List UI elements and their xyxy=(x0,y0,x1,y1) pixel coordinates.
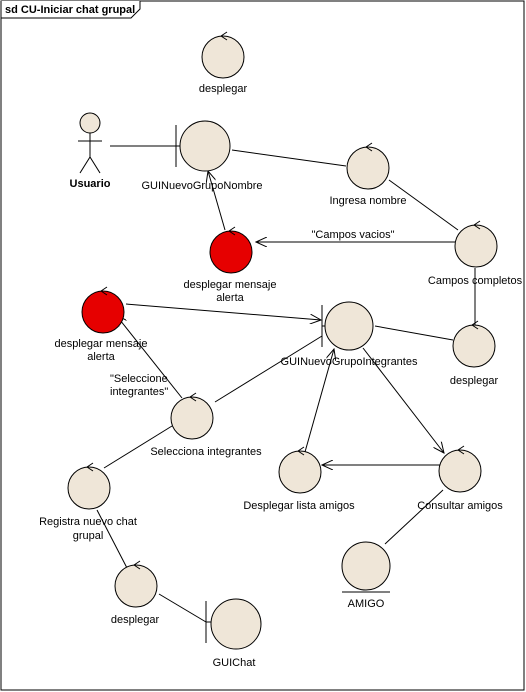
control-campos-completos-label: Campos completos xyxy=(428,275,523,287)
link-consultar-amigo xyxy=(384,489,444,545)
control-registra-label-line2: grupal xyxy=(73,530,104,542)
actor-usuario: Usuario xyxy=(70,112,111,190)
control-desplegar-bottom-label: desplegar xyxy=(111,614,160,626)
alert-top-label-line1: desplegar mensaje xyxy=(184,279,277,291)
control-consultar-amigos: Consultar amigos xyxy=(417,445,503,512)
link-ingresa-campos xyxy=(388,179,459,231)
control-selecciona-integrantes: Selecciona integrantes xyxy=(150,392,262,458)
link-registra-desplegar xyxy=(96,509,128,569)
boundary-gui-nuevo-grupo-integrantes-label: GUINuevoGrupoIntegrantes xyxy=(281,356,418,368)
arrow-alert-to-integrantes xyxy=(125,303,321,320)
entity-amigo: AMIGO xyxy=(341,541,391,610)
entity-amigo-label: AMIGO xyxy=(348,598,385,610)
actor-usuario-label: Usuario xyxy=(70,178,111,190)
message-campos-vacios: "Campos vacios" xyxy=(311,229,394,241)
control-desplegar-lista-amigos-label: Desplegar lista amigos xyxy=(243,500,355,512)
arrow-lista-to-integrantes xyxy=(304,349,334,453)
control-desplegar-lista-amigos: Desplegar lista amigos xyxy=(243,446,355,512)
alert-desplegar-mensaje-top: desplegar mensaje alerta xyxy=(184,226,277,304)
link-selecciona-registra xyxy=(103,425,173,469)
control-registra-nuevo-chat: Registra nuevo chat grupal xyxy=(39,462,137,542)
arrow-alert-to-gui xyxy=(208,171,226,231)
control-consultar-amigos-label: Consultar amigos xyxy=(417,500,503,512)
boundary-gui-chat: GUIChat xyxy=(205,598,262,669)
boundary-gui-nuevo-grupo-nombre: GUINuevoGrupoNombre xyxy=(141,120,263,192)
alert-top-label-line2: alerta xyxy=(216,292,244,304)
control-ingresa-nombre-label: Ingresa nombre xyxy=(329,195,406,207)
control-selecciona-integrantes-label: Selecciona integrantes xyxy=(150,446,262,458)
alert-desplegar-mensaje-left: desplegar mensaje alerta xyxy=(55,286,148,363)
frame-title-tab xyxy=(0,1,141,19)
control-campos-completos: Campos completos xyxy=(428,220,523,287)
arrow-selecciona-to-alert xyxy=(116,315,183,399)
link-integrantes-desplegar xyxy=(374,325,454,341)
link-gui-ingresa xyxy=(231,149,347,167)
connectors xyxy=(96,145,476,623)
boundary-gui-nuevo-grupo-integrantes: GUINuevoGrupoIntegrantes xyxy=(281,301,418,368)
control-desplegar-top: desplegar xyxy=(199,31,248,95)
message-arrows xyxy=(116,171,456,465)
arrow-integrantes-to-consultar xyxy=(362,347,444,453)
boundary-gui-nuevo-grupo-nombre-label: GUINuevoGrupoNombre xyxy=(141,180,262,192)
boundary-gui-chat-label: GUIChat xyxy=(213,657,256,669)
message-seleccione-integrantes-line2: integrantes" xyxy=(110,386,168,398)
link-desplegar-guichat xyxy=(158,593,207,623)
control-desplegar-right-label: desplegar xyxy=(450,375,499,387)
control-registra-label-line1: Registra nuevo chat xyxy=(39,516,137,528)
alert-left-label-line1: desplegar mensaje xyxy=(55,338,148,350)
frame-title: sd CU-Iniciar chat grupal xyxy=(5,4,135,16)
control-desplegar-bottom: desplegar xyxy=(111,560,160,626)
control-desplegar-right: desplegar xyxy=(450,320,499,387)
link-selecciona-integrantes xyxy=(214,335,323,403)
control-ingresa-nombre: Ingresa nombre xyxy=(329,142,407,207)
alert-left-label-line2: alerta xyxy=(87,351,115,363)
message-seleccione-integrantes-line1: "Seleccione xyxy=(110,373,168,385)
control-desplegar-top-label: desplegar xyxy=(199,83,248,95)
